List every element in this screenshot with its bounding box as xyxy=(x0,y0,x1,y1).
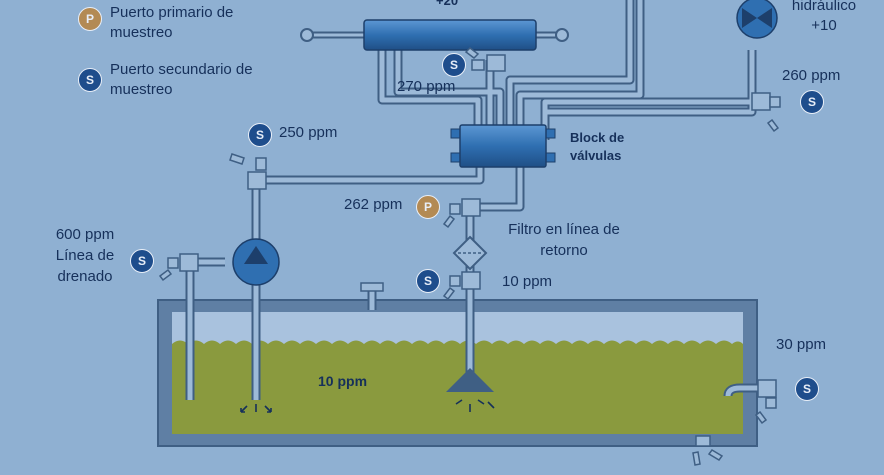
return-line-filter xyxy=(452,235,488,271)
legend-secondary-port-icon: S xyxy=(78,68,102,92)
legend-secondary-label-line1: Puerto secundario de xyxy=(110,61,253,78)
legend-primary-label-line1: Puerto primario de xyxy=(110,4,234,21)
actuator-label-line1: hidráulico xyxy=(791,0,857,14)
filter-label-line2: retorno xyxy=(540,242,588,259)
sampling-valve-handles xyxy=(158,47,780,466)
pump-outlet-port-icon: S xyxy=(248,123,272,147)
legend-primary-label-line2: muestreo xyxy=(110,24,173,41)
pump xyxy=(232,238,280,286)
drain-line-ppm: 600 ppm xyxy=(55,226,115,243)
legend-secondary-label-line2: muestreo xyxy=(110,81,173,98)
cylinder-top-text: +20 xyxy=(436,0,459,8)
breather-cap xyxy=(360,282,384,292)
valve-block xyxy=(450,124,556,168)
hydraulic-cylinder xyxy=(300,19,569,51)
pump-outlet-port-ppm: 250 ppm xyxy=(279,124,338,141)
filter-label-line1: Filtro en línea de xyxy=(508,221,620,238)
flow-arrows xyxy=(240,399,495,413)
legend-primary-port-icon: P xyxy=(78,7,102,31)
pipes xyxy=(185,0,760,400)
return-diffuser xyxy=(446,368,494,392)
reservoir-tank xyxy=(157,299,758,447)
return-primary-port-icon: P xyxy=(416,195,440,219)
cylinder-port-ppm: 270 ppm xyxy=(397,78,456,95)
tank-side-port-icon: S xyxy=(795,377,819,401)
cylinder-port-icon: S xyxy=(442,53,466,77)
drain-port-icon: S xyxy=(130,249,154,273)
tank-ppm: 10 ppm xyxy=(318,373,368,389)
tank-side-port-ppm: 30 ppm xyxy=(776,336,827,353)
actuator-port-ppm: 260 ppm xyxy=(782,67,841,84)
actuator-port-icon: S xyxy=(800,90,824,114)
valve-block-label-line1: Block de xyxy=(570,130,625,145)
after-filter-port-icon: S xyxy=(416,269,440,293)
hydraulic-actuator xyxy=(736,0,778,39)
valve-block-label-line2: válvulas xyxy=(570,148,622,163)
return-primary-port-ppm: 262 ppm xyxy=(344,196,403,213)
after-filter-port-ppm: 10 ppm xyxy=(502,273,553,290)
drain-line-label-line1: Línea de xyxy=(55,247,115,264)
sampling-fittings xyxy=(167,54,781,447)
drain-line-label-line2: drenado xyxy=(57,268,113,285)
actuator-label-line2: +10 xyxy=(811,17,837,34)
